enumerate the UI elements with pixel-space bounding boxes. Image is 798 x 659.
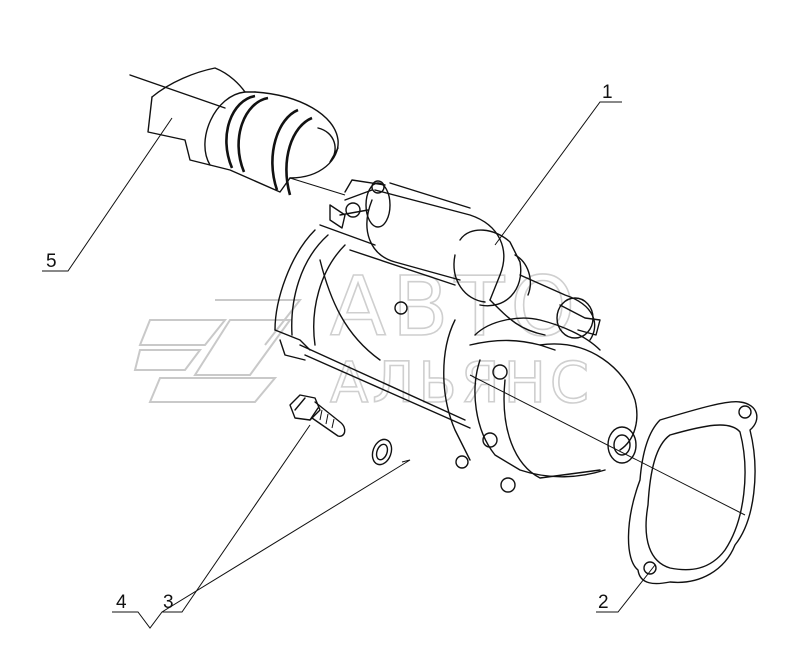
callout-5: 5 [46, 251, 57, 272]
leader-4 [112, 459, 411, 629]
callout-1: 1 [602, 82, 613, 103]
leader-lines [42, 101, 656, 629]
callout-3: 3 [163, 592, 174, 613]
callout-4: 4 [116, 592, 127, 613]
leader-5 [42, 117, 173, 272]
leader-3 [162, 424, 311, 613]
watermark-line1: АВТО [330, 260, 581, 355]
part-3-bolt [289, 394, 346, 437]
leader-2 [596, 564, 656, 613]
callout-labels: 1 2 3 4 5 [46, 82, 613, 613]
part-5-cover-boot [129, 67, 346, 196]
part-2-flange-gasket [627, 400, 758, 585]
watermark-emblem [133, 299, 303, 403]
part-4-washer [371, 438, 393, 466]
callout-2: 2 [598, 592, 609, 613]
leader-1 [494, 101, 622, 246]
watermark-line2: АЛЬЯНС [330, 351, 593, 416]
starter-motor-assembly [274, 179, 746, 516]
watermark-logo: АВТО АЛЬЯНС [133, 259, 593, 417]
